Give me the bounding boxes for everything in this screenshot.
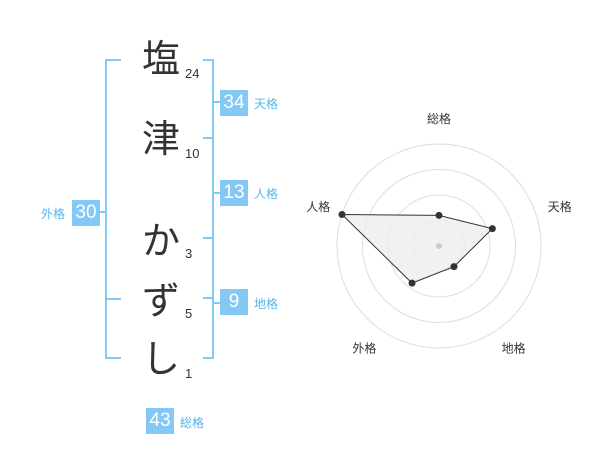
radar-axis-label-5: 人格 — [306, 199, 330, 214]
jinkaku-label: 人格 — [254, 187, 279, 201]
radar-area — [340, 213, 494, 284]
jinkaku-value: 13 — [220, 180, 248, 206]
chikaku-value: 9 — [220, 289, 248, 315]
stroke-count-2: 10 — [185, 146, 200, 161]
radar-point-5 — [338, 210, 346, 218]
radar-axis-label-2: 天格 — [548, 199, 572, 214]
radar-center-dot — [436, 243, 442, 249]
name-char-1: 塩 — [141, 37, 180, 81]
radar-ring-4 — [336, 143, 542, 349]
radar-point-3 — [450, 263, 458, 271]
stroke-count-3: 3 — [185, 246, 193, 261]
name-char-2: 津 — [141, 117, 180, 161]
gaikaku-value: 30 — [72, 200, 100, 226]
name-char-4: ず — [141, 279, 180, 323]
soukaku-label: 総格 — [180, 416, 205, 430]
stroke-count-1: 24 — [185, 66, 200, 81]
radar-axis-label-3: 地格 — [502, 341, 526, 356]
gaikaku-label: 外格 — [41, 207, 66, 221]
chikaku-label: 地格 — [254, 297, 279, 311]
gaikaku-bracket — [105, 59, 121, 359]
radar-point-2 — [488, 225, 496, 233]
radar-axis-label-4: 外格 — [352, 341, 376, 356]
stroke-count-5: 1 — [185, 366, 193, 381]
radar-point-1 — [435, 211, 443, 219]
radar-point-4 — [408, 279, 416, 287]
radar-axis-label-1: 総格 — [427, 111, 451, 126]
tenkaku-value: 34 — [220, 90, 248, 116]
tenkaku-label: 天格 — [254, 97, 279, 111]
soukaku-value: 43 — [146, 408, 174, 434]
name-char-5: し — [141, 337, 180, 381]
radar-ring-3 — [362, 169, 516, 323]
stroke-count-4: 5 — [185, 306, 193, 321]
name-char-3: か — [141, 219, 180, 263]
